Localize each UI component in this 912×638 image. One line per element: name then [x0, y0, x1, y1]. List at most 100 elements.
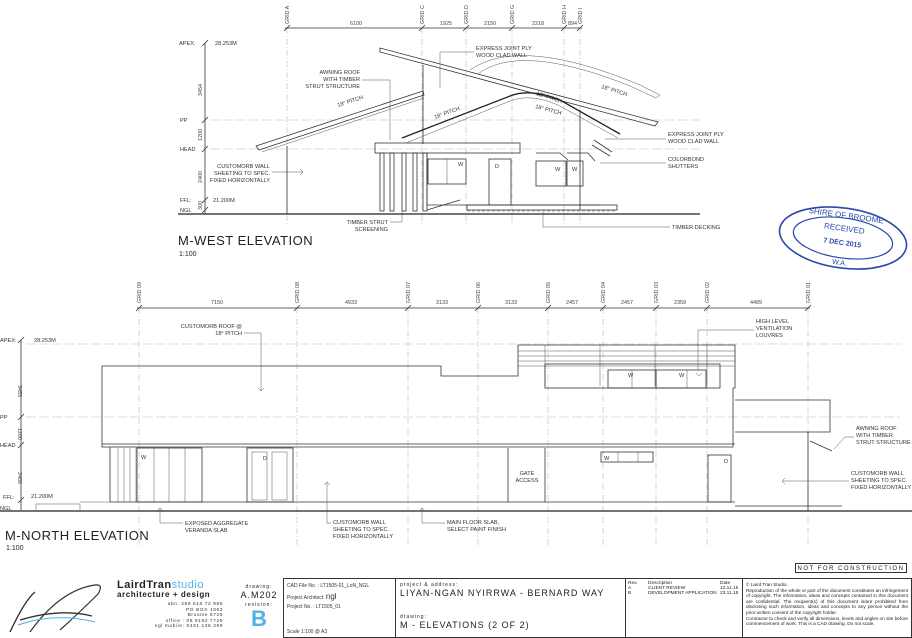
drawing-number: A.M202 — [240, 590, 278, 600]
window — [655, 369, 707, 389]
grid-label: GRID 06 — [476, 282, 482, 303]
stamp-date: 7 DEC 2015 — [823, 237, 862, 249]
firm-name-studio: studio — [171, 579, 204, 591]
firm-details: LairdTranstudio architecture + design ab… — [117, 580, 223, 630]
ventilation-louvres — [518, 345, 735, 386]
grid-label: GRID 05 — [546, 282, 552, 303]
door — [488, 158, 512, 206]
svg-text:TIMBER DECKING: TIMBER DECKING — [672, 225, 720, 231]
grid-label: GRID 07 — [406, 282, 412, 303]
west-dimension-line: 6100 1925 2150 2218 894 — [283, 21, 584, 32]
level-head: HEAD — [180, 147, 196, 153]
vertical-dimension: 300 — [198, 201, 204, 210]
west-building: W D W W — [178, 47, 700, 215]
window-tag: W — [604, 456, 610, 462]
level-apex-value: 28.253M — [34, 338, 56, 344]
project-box: project & address: LIYAN-NGAN NYIRRWA - … — [395, 578, 626, 638]
firm-name: LairdTran — [117, 579, 172, 591]
window-tag: W — [679, 373, 685, 379]
level-pp: PP — [180, 118, 188, 124]
west-grid-lines — [286, 28, 581, 225]
pitch-label: 18° PITCH — [337, 95, 364, 109]
firm-office-phone: office : 08 9192 7729 — [165, 618, 223, 624]
project-no: Project No. : LT1505_01 — [287, 604, 341, 611]
dimension: 4489 — [750, 300, 762, 306]
level-ngl: NGL — [0, 506, 12, 512]
vertical-dimension: 1200 — [198, 129, 204, 141]
copyright-title: © Laird Tran Studio. — [746, 582, 788, 587]
architect-label: Project Architect: — [287, 595, 325, 602]
window-tag: W — [555, 167, 561, 173]
level-ffl-value: 21.200M — [213, 198, 235, 204]
stamp-state: W.A. — [832, 259, 848, 268]
vertical-dimension: 2400 — [198, 171, 204, 183]
window — [535, 160, 567, 187]
window — [136, 447, 203, 503]
revision-letter: B — [251, 606, 267, 631]
dimension: 4933 — [345, 300, 357, 306]
level-ffl: FFL: — [180, 198, 192, 204]
door-tag: D — [263, 456, 267, 462]
north-grid-lines — [138, 308, 809, 545]
north-elevation: GRID 09 GRID 08 GRID 07 GRID 06 GRID 05 … — [0, 282, 912, 552]
note-timber-decking: TIMBER DECKING — [542, 212, 720, 231]
north-dimension-line: 7150 4933 3133 3133 2457 2457 2359 4489 — [135, 300, 812, 312]
window-tag: W — [458, 162, 464, 168]
svg-text:MAIN FLOOR SLAB,SELECT PAINT F: MAIN FLOOR SLAB,SELECT PAINT FINISH — [447, 520, 506, 533]
drawing-title: M - ELEVATIONS (2 OF 2) — [400, 620, 530, 630]
grid-label: GRID A — [285, 5, 291, 24]
drawing-number-block: drawing: A.M202 revision: B — [236, 584, 282, 630]
level-pp: PP — [0, 415, 8, 421]
drawing-scale: Scale 1:100 @ A3 — [287, 629, 328, 635]
west-levels: APEX: 28.253M PP HEAD FFL: 21.200M NGL 3… — [179, 39, 700, 214]
grid-label: GRID 01 — [806, 282, 812, 303]
level-apex: APEX: — [0, 338, 17, 344]
grid-label: GRID 08 — [295, 282, 301, 303]
firm-town: Broome 6725 — [187, 613, 223, 619]
stamp-received: RECEIVED — [823, 221, 865, 236]
dimension: 2457 — [566, 300, 578, 306]
grid-label: GRID 09 — [137, 282, 143, 303]
west-elevation-scale: 1:100 — [179, 251, 197, 258]
dimension: 1925 — [440, 21, 452, 27]
grid-label: GRID H — [562, 5, 568, 24]
pitch-label: 18° PITCH — [534, 104, 561, 117]
door-tag: D — [724, 459, 728, 465]
copyright-box: © Laird Tran Studio. Reproduction of the… — [742, 578, 912, 638]
window — [600, 451, 654, 463]
firm-mobile: ngl mobile: 0431 136 299 — [154, 624, 223, 630]
dimension: 2150 — [484, 21, 496, 27]
date-header: Date — [720, 581, 731, 586]
window-tag: W — [141, 455, 147, 461]
west-elevation: GRID A GRID C GRID D GRID G GRID H GRID … — [178, 5, 724, 258]
pitch-label: 18° PITCH — [600, 84, 627, 98]
firm-po-box: PO BOX 1063 — [186, 607, 223, 613]
drawing-title-label: drawing: — [400, 614, 427, 620]
grid-label: GRID C — [420, 5, 426, 24]
description-header: Description — [648, 581, 672, 586]
firm-tagline: architecture + design — [117, 590, 211, 599]
revision-label: revision: — [245, 602, 273, 608]
door-tag: D — [495, 164, 499, 170]
north-building: W W W D W D — [0, 344, 912, 512]
dimension: 2218 — [532, 21, 544, 27]
